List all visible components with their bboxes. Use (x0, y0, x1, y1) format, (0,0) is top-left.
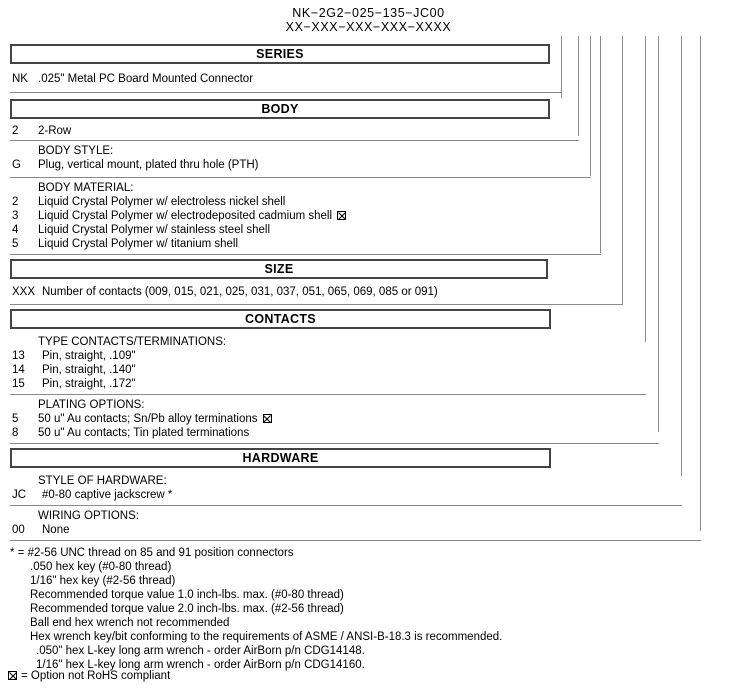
section-header-size: SIZE (10, 259, 548, 279)
section-header-contacts: CONTACTS (10, 309, 551, 329)
separator-size (10, 304, 623, 305)
option-desc: #0-80 captive jackscrew * (42, 489, 173, 501)
option-desc: Liquid Crystal Polymer w/ stainless stee… (38, 224, 271, 236)
option-desc: Plug, vertical mount, plated thru hole (… (38, 159, 259, 171)
option-desc: .025" Metal PC Board Mounted Connector (38, 73, 254, 85)
leader-line-series (561, 36, 562, 98)
option-code: NK (12, 73, 28, 85)
section-title-hardware: HARDWARE (242, 451, 319, 465)
footnote-line: .050 hex key (#0-80 thread) (30, 561, 172, 573)
footnote-line: * = #2-56 UNC thread on 85 and 91 positi… (10, 547, 294, 559)
option-code: 5 (12, 413, 19, 425)
group-label-body-material: BODY MATERIAL: (38, 182, 134, 194)
group-label-plating-options: PLATING OPTIONS: (38, 399, 145, 411)
part-number-example: NK−2G2−025−135−JC00 (292, 6, 445, 20)
footnote-line: .050" hex L-key long arm wrench - order … (36, 645, 365, 657)
option-desc: Pin, straight, .140" (42, 364, 136, 376)
option-desc: Pin, straight, .172" (42, 378, 136, 390)
leader-line-wiring (700, 36, 701, 531)
option-code: 00 (12, 524, 25, 536)
leader-line-body-style (590, 36, 591, 176)
footnote-line: Ball end hex wrench not recommended (30, 617, 230, 629)
option-desc: None (42, 524, 70, 536)
option-code: XXX (12, 286, 36, 298)
option-code: 3 (12, 210, 19, 222)
section-title-size: SIZE (264, 262, 294, 276)
option-desc: Liquid Crystal Polymer w/ electroless ni… (38, 196, 286, 208)
part-number-header: NK−2G2−025−135−JC00 XX−XXX−XXX−XXX−XXXX (0, 6, 737, 35)
separator-plating-options (10, 443, 659, 444)
option-code: 2 (12, 125, 19, 137)
rohs-legend-text: = Option not RoHS compliant (21, 670, 171, 682)
option-desc: 50 u" Au contacts; Tin plated terminatio… (38, 427, 250, 439)
option-desc: 2-Row (38, 125, 72, 137)
footnote-line: 1/16" hex L-key long arm wrench - order … (36, 659, 365, 671)
footnote-line: Recommended torque value 1.0 inch-lbs. m… (30, 589, 344, 601)
option-code: 2 (12, 196, 19, 208)
leader-line-plating (658, 36, 659, 432)
option-code: 13 (12, 350, 25, 362)
footnote-line: 1/16" hex key (#2-56 thread) (30, 575, 176, 587)
not-rohs-compliant-icon (8, 671, 17, 680)
not-rohs-compliant-icon (262, 414, 272, 423)
separator-body (10, 140, 579, 141)
option-desc: Pin, straight, .109" (42, 350, 136, 362)
option-code: 4 (12, 224, 19, 236)
section-title-series: SERIES (256, 47, 304, 61)
option-code: JC (12, 489, 27, 501)
leader-line-contacts (645, 36, 646, 342)
section-header-series: SERIES (10, 44, 550, 64)
separator-series (10, 92, 562, 93)
separator-wiring-options (10, 540, 701, 541)
option-code: 15 (12, 378, 25, 390)
rohs-legend: = Option not RoHS compliant (8, 670, 170, 682)
separator-type-contacts (10, 394, 646, 395)
option-code: 8 (12, 427, 19, 439)
section-title-body: BODY (261, 102, 299, 116)
not-rohs-compliant-icon (337, 211, 347, 220)
group-label-body-style: BODY STYLE: (38, 145, 114, 157)
option-desc: Liquid Crystal Polymer w/ electrodeposit… (38, 210, 333, 222)
group-label-wiring-options: WIRING OPTIONS: (38, 510, 139, 522)
section-header-hardware: HARDWARE (10, 448, 551, 468)
option-code: 5 (12, 238, 19, 250)
leader-line-hardware (681, 36, 682, 476)
separator-style-of-hardware (10, 505, 682, 506)
leader-line-size (622, 36, 623, 304)
leader-line-body (578, 36, 579, 136)
section-header-body: BODY (10, 99, 550, 119)
group-label-type-contacts: TYPE CONTACTS/TERMINATIONS: (38, 336, 227, 348)
option-desc: 50 u" Au contacts; Sn/Pb alloy terminati… (38, 413, 258, 425)
group-label-style-of-hardware: STYLE OF HARDWARE: (38, 475, 167, 487)
separator-body-material (10, 254, 601, 255)
option-code: G (12, 159, 21, 171)
leader-line-body-material (600, 36, 601, 253)
option-desc: Number of contacts (009, 015, 021, 025, … (42, 286, 438, 298)
footnote-line: Recommended torque value 2.0 inch-lbs. m… (30, 603, 344, 615)
part-number-mask: XX−XXX−XXX−XXX−XXXX (285, 20, 452, 35)
section-title-contacts: CONTACTS (245, 312, 316, 326)
footnote-line: Hex wrench key/bit conforming to the req… (30, 631, 503, 643)
option-code: 14 (12, 364, 25, 376)
separator-body-style (10, 177, 591, 178)
option-desc: Liquid Crystal Polymer w/ titanium shell (38, 238, 239, 250)
